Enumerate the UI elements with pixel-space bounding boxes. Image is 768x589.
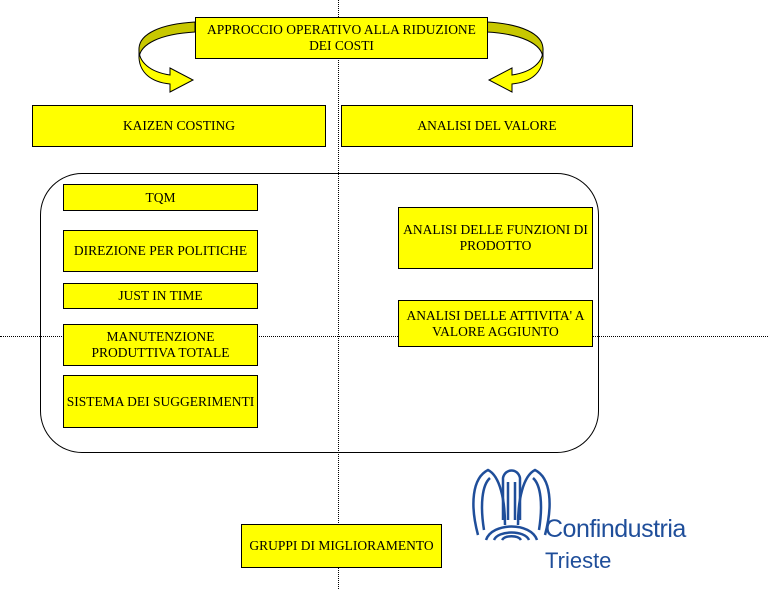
guide-line-horizontal	[0, 336, 768, 337]
left-curved-arrow-icon	[138, 21, 196, 93]
kaizen-item: SISTEMA DEI SUGGERIMENTI	[63, 375, 258, 428]
valore-item: ANALISI DELLE ATTIVITA' A VALORE AGGIUNT…	[398, 300, 593, 347]
logo-text-trieste: Trieste	[545, 548, 612, 573]
valore-item: ANALISI DELLE FUNZIONI DI PRODOTTO	[398, 207, 593, 269]
guide-line-vertical	[338, 0, 339, 589]
kaizen-costing-box: KAIZEN COSTING	[32, 105, 326, 147]
right-curved-arrow-icon	[486, 21, 544, 93]
kaizen-item: MANUTENZIONE PRODUTTIVA TOTALE	[63, 324, 258, 366]
kaizen-item: JUST IN TIME	[63, 283, 258, 309]
methods-container	[40, 173, 599, 453]
analisi-valore-box: ANALISI DEL VALORE	[341, 105, 633, 147]
kaizen-item: DIREZIONE PER POLITICHE	[63, 230, 258, 272]
kaizen-item: TQM	[63, 184, 258, 211]
title-box: APPROCCIO OPERATIVO ALLA RIDUZIONE DEI C…	[195, 17, 488, 59]
logo-text-confindustria: Confindustria	[545, 515, 686, 543]
gruppi-miglioramento-box: GRUPPI DI MIGLIORAMENTO	[241, 524, 442, 568]
